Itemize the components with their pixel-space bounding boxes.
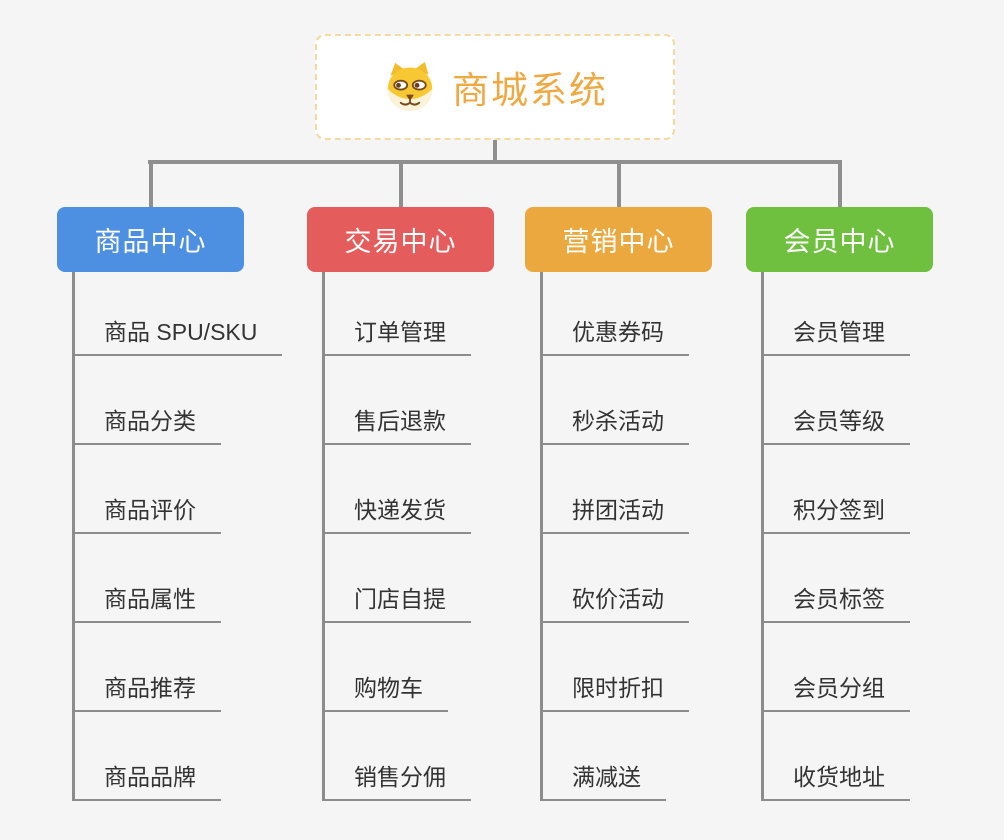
leaf-node[interactable]: 砍价活动 bbox=[540, 584, 689, 623]
leaf-node[interactable]: 拼团活动 bbox=[540, 495, 689, 534]
connector-branch-drop bbox=[616, 160, 621, 207]
connector-branch-drop bbox=[398, 160, 403, 207]
connector-column-spine bbox=[72, 272, 75, 801]
leaf-node[interactable]: 订单管理 bbox=[322, 317, 471, 356]
dog-face-icon bbox=[382, 61, 438, 113]
root-title: 商城系统 bbox=[452, 70, 608, 111]
leaf-node[interactable]: 秒杀活动 bbox=[540, 406, 689, 445]
leaf-node[interactable]: 会员管理 bbox=[761, 317, 910, 356]
leaf-node[interactable]: 商品属性 bbox=[72, 584, 221, 623]
connector-root-stem bbox=[493, 140, 497, 164]
connector-column-spine bbox=[322, 272, 325, 801]
leaf-node[interactable]: 商品 SPU/SKU bbox=[72, 317, 283, 356]
branch-node[interactable]: 会员中心 bbox=[746, 207, 933, 272]
leaf-node[interactable]: 门店自提 bbox=[322, 584, 471, 623]
branch-node[interactable]: 商品中心 bbox=[57, 207, 244, 272]
root-node[interactable]: 商城系统 bbox=[315, 34, 675, 140]
leaf-node[interactable]: 限时折扣 bbox=[540, 673, 689, 712]
leaf-node[interactable]: 商品分类 bbox=[72, 406, 221, 445]
branch-node[interactable]: 营销中心 bbox=[525, 207, 712, 272]
leaf-node[interactable]: 会员等级 bbox=[761, 406, 910, 445]
leaf-node[interactable]: 会员标签 bbox=[761, 584, 910, 623]
leaf-node[interactable]: 会员分组 bbox=[761, 673, 910, 712]
leaf-node[interactable]: 满减送 bbox=[540, 762, 666, 801]
connector-horizontal-bar bbox=[148, 160, 841, 164]
leaf-node[interactable]: 商品评价 bbox=[72, 495, 221, 534]
connector-column-spine bbox=[540, 272, 543, 801]
leaf-node[interactable]: 购物车 bbox=[322, 673, 448, 712]
leaf-node[interactable]: 优惠券码 bbox=[540, 317, 689, 356]
leaf-node[interactable]: 商品推荐 bbox=[72, 673, 221, 712]
connector-branch-drop bbox=[148, 160, 153, 207]
leaf-node[interactable]: 收货地址 bbox=[761, 762, 910, 801]
leaf-node[interactable]: 商品品牌 bbox=[72, 762, 221, 801]
branch-node[interactable]: 交易中心 bbox=[307, 207, 494, 272]
leaf-node[interactable]: 售后退款 bbox=[322, 406, 471, 445]
connector-branch-drop bbox=[837, 160, 842, 207]
leaf-node[interactable]: 快递发货 bbox=[322, 495, 471, 534]
connector-column-spine bbox=[761, 272, 764, 801]
leaf-node[interactable]: 销售分佣 bbox=[322, 762, 471, 801]
leaf-node[interactable]: 积分签到 bbox=[761, 495, 910, 534]
